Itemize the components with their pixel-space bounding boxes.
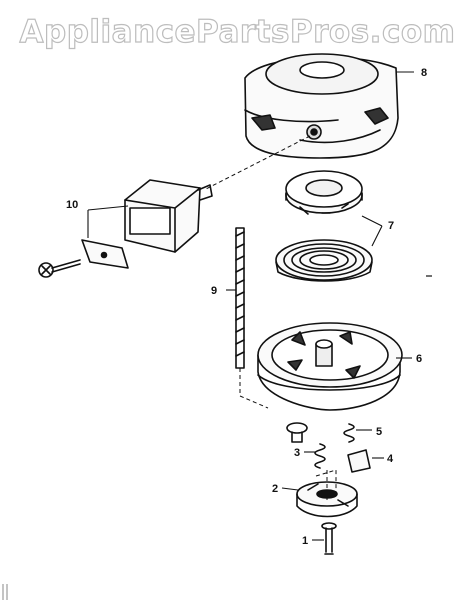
- pulley-drawing: [257, 322, 403, 411]
- part-label-7: 7: [388, 220, 394, 232]
- dashed-path-handle: [203, 135, 311, 191]
- part-label-8: 8: [421, 67, 427, 79]
- leader-10: [87, 205, 129, 238]
- leader-7: [361, 215, 383, 247]
- handle-screw-drawing: [38, 259, 81, 278]
- dashed-path-rope: [239, 368, 269, 409]
- part-label-10: 10: [66, 199, 78, 211]
- screw-drawing: [321, 522, 337, 555]
- watermark: AppliancePartsPros.com: [19, 13, 456, 50]
- insert-drawing: [81, 239, 129, 269]
- part-label-2: 2: [272, 483, 278, 495]
- edge-mark: [2, 584, 8, 600]
- part-label-4: 4: [387, 453, 394, 465]
- rewind-spring-drawing: [275, 239, 373, 282]
- part-label-9: 9: [211, 285, 217, 297]
- part-label-5: 5: [376, 426, 382, 438]
- retainer-screw-drawing: [286, 422, 308, 443]
- part-label-6: 6: [416, 353, 422, 365]
- dashed-path-pawl: [315, 469, 337, 492]
- rope-drawing: [235, 227, 245, 369]
- pawl-drawing: [347, 449, 371, 473]
- small-spring-drawing: [314, 443, 326, 469]
- spring-cup-drawing: [285, 170, 363, 215]
- part-label-1: 1: [302, 535, 308, 547]
- housing-drawing: [244, 53, 399, 159]
- part-label-3: 3: [294, 447, 300, 459]
- handle-drawing: [124, 179, 213, 253]
- pawl-spring-drawing: [343, 423, 355, 443]
